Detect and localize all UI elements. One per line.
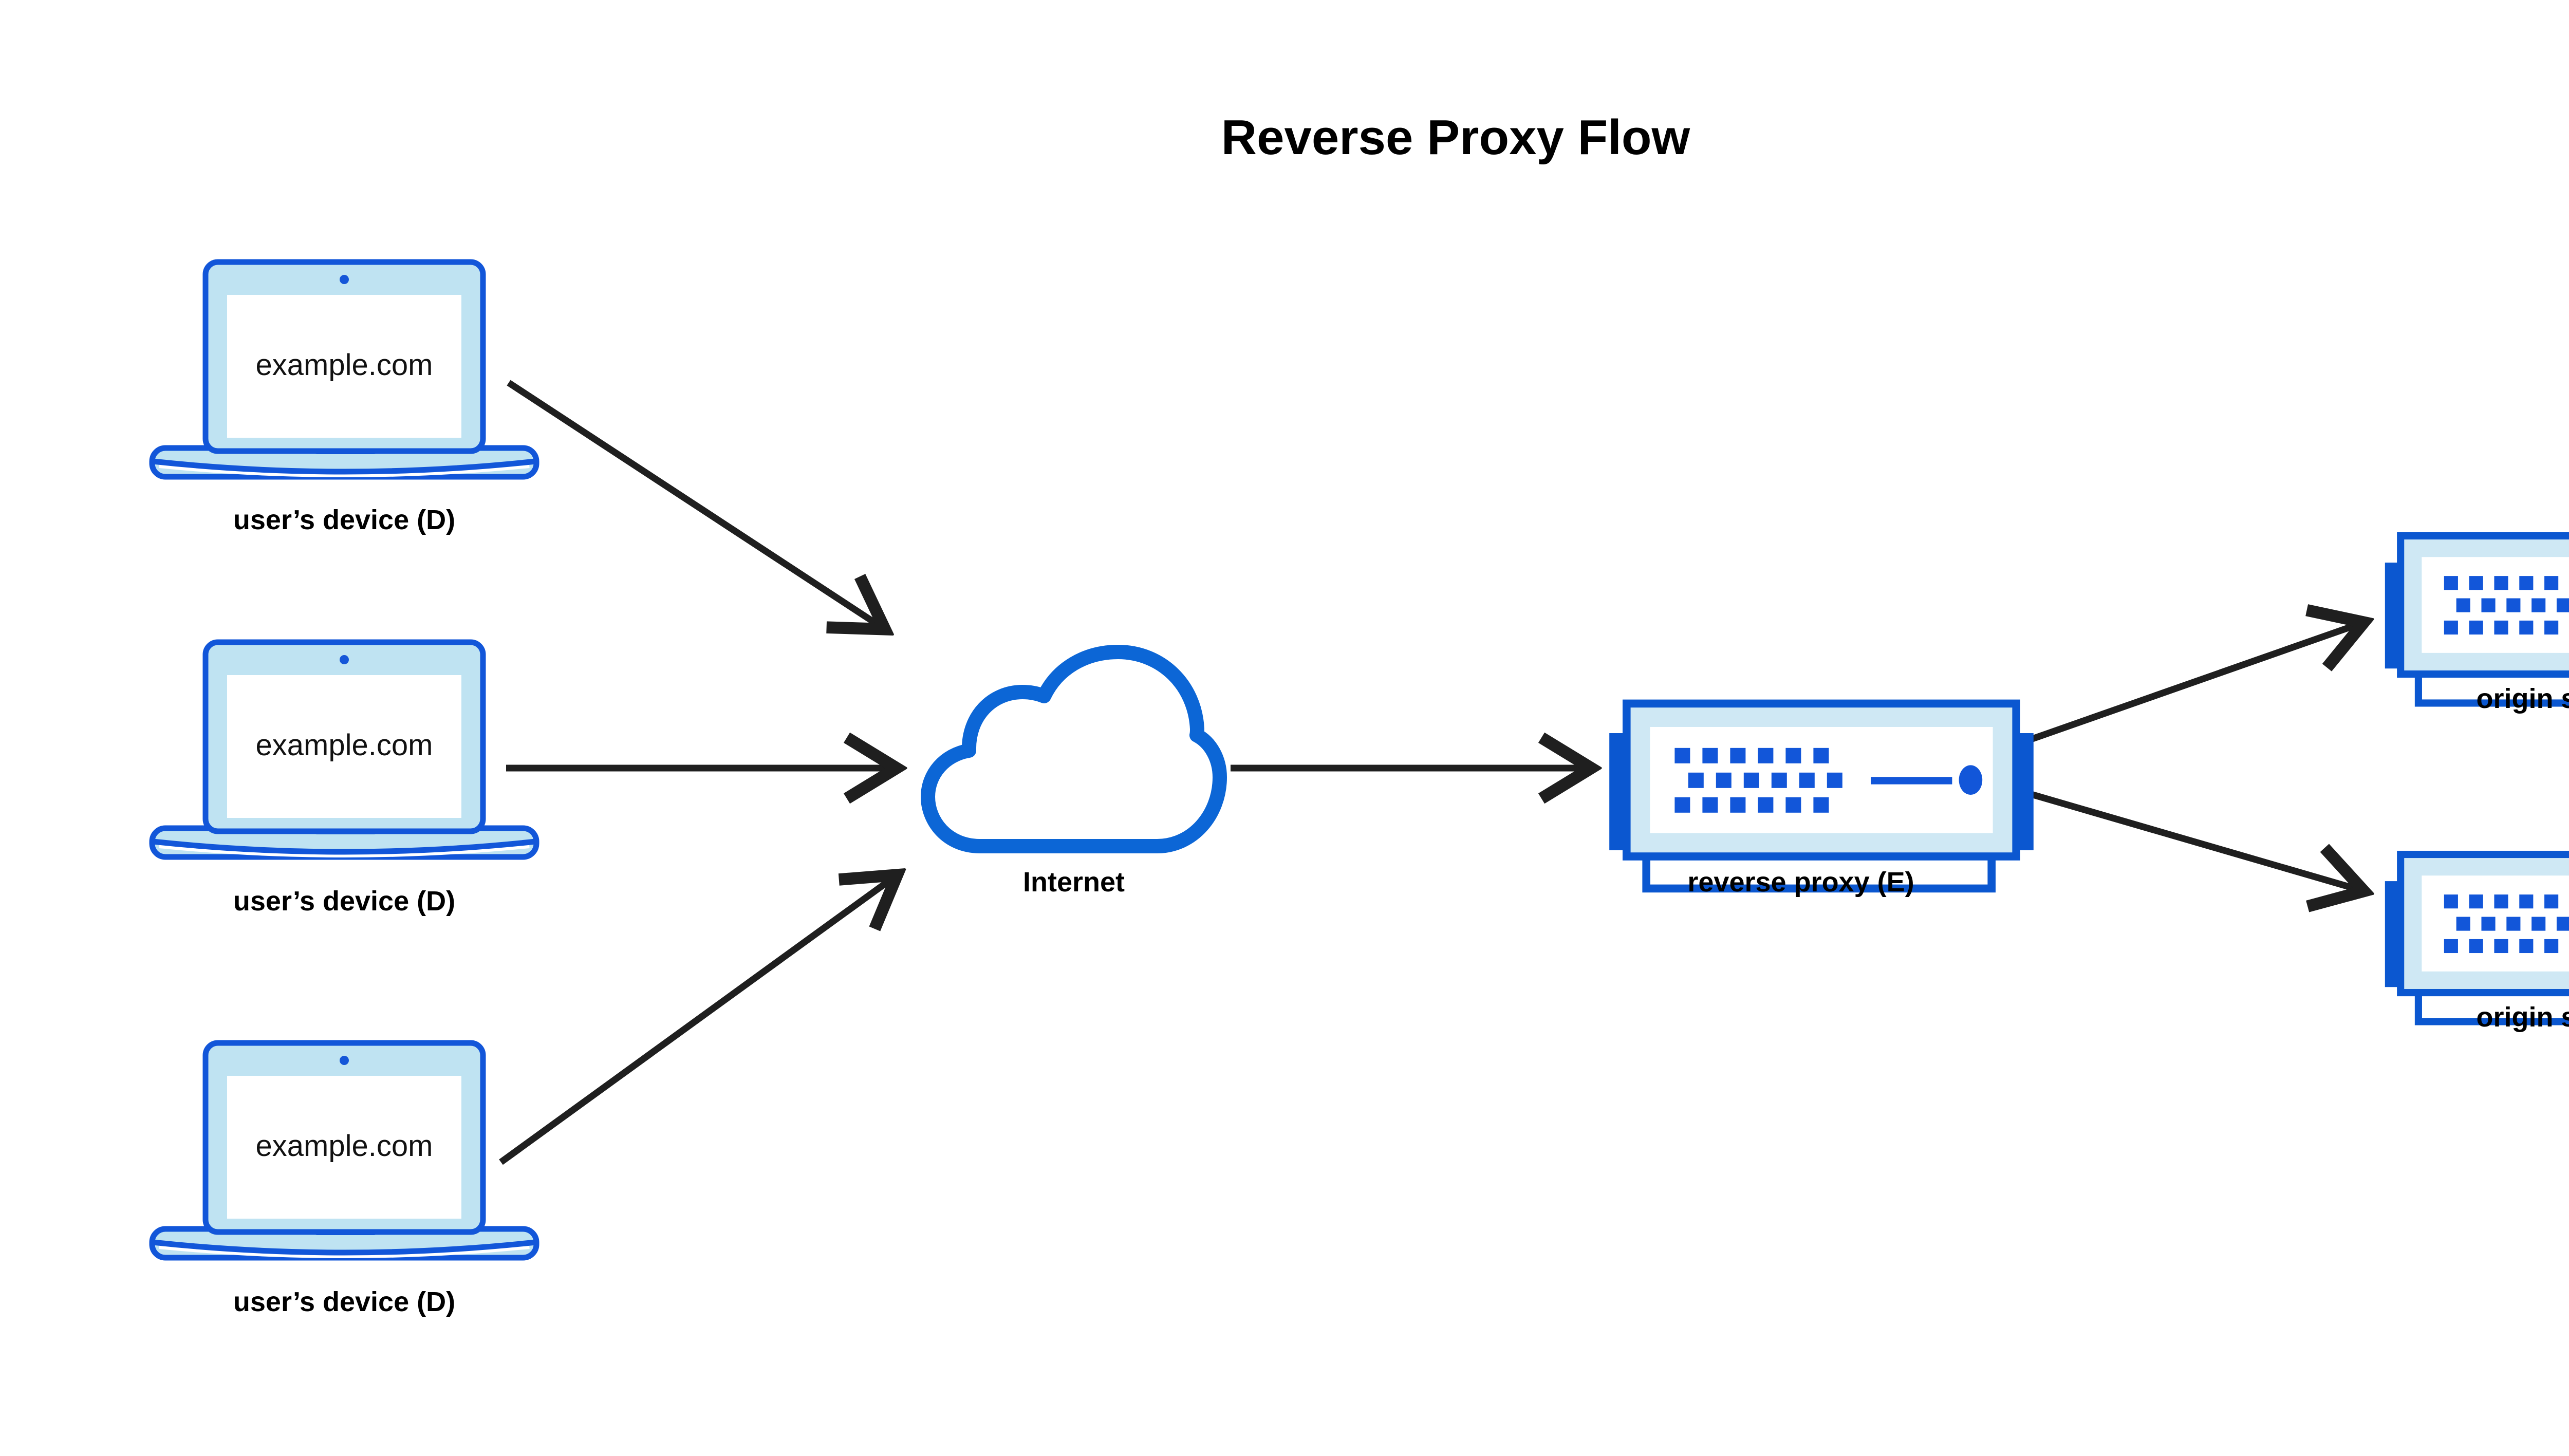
reverse-proxy-label: reverse proxy (E) (1687, 867, 1914, 898)
edge-layer (499, 380, 2361, 1165)
origin-server-1-label: origin server (F) (2476, 683, 2569, 714)
server-icon (2385, 854, 2569, 1021)
edge-device3-internet (499, 876, 895, 1165)
device-1-label: user’s device (D) (233, 505, 455, 535)
node-user-device-3[interactable]: example.com user’s device (D) (152, 1043, 536, 1317)
server-icon (2385, 536, 2569, 703)
device-2-label: user’s device (D) (233, 886, 455, 917)
node-origin-server-1[interactable]: origin server (F) (2385, 536, 2569, 714)
node-reverse-proxy[interactable]: reverse proxy (E) (1609, 703, 2034, 898)
node-user-device-2[interactable]: example.com user’s device (D) (152, 642, 536, 917)
edge-proxy-origin1 (2028, 623, 2361, 743)
edge-device1-internet (507, 380, 883, 628)
device-3-screen-text: example.com (256, 1129, 433, 1163)
server-icon (1609, 703, 2034, 888)
edge-proxy-origin2 (2028, 790, 2361, 890)
origin-server-2-label: origin server (F) (2476, 1002, 2569, 1033)
device-1-screen-text: example.com (256, 348, 433, 382)
device-3-label: user’s device (D) (233, 1286, 455, 1317)
internet-label: Internet (1023, 867, 1125, 898)
node-internet[interactable]: Internet (928, 652, 1220, 898)
node-origin-server-2[interactable]: origin server (F) (2385, 854, 2569, 1033)
cloud-icon (928, 652, 1220, 846)
device-2-screen-text: example.com (256, 729, 433, 762)
node-user-device-1[interactable]: example.com user’s device (D) (152, 262, 536, 535)
page-title: Reverse Proxy Flow (1221, 110, 1690, 165)
